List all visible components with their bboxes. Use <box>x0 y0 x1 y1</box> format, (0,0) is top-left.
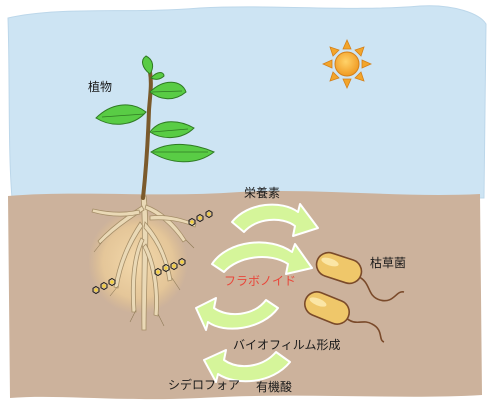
sky-background <box>8 6 486 198</box>
bacillus-label: 枯草菌 <box>370 256 406 270</box>
plant-label: 植物 <box>88 80 112 94</box>
sun-icon <box>323 40 371 88</box>
biofilm-label: バイオフィルム形成 <box>233 338 341 352</box>
organic-acid-label: 有機酸 <box>256 380 292 394</box>
siderophore-label: シデロフォア <box>168 378 240 392</box>
nutrients-label: 栄養素 <box>244 186 280 200</box>
flavonoid-label: フラボノイド <box>224 274 296 288</box>
